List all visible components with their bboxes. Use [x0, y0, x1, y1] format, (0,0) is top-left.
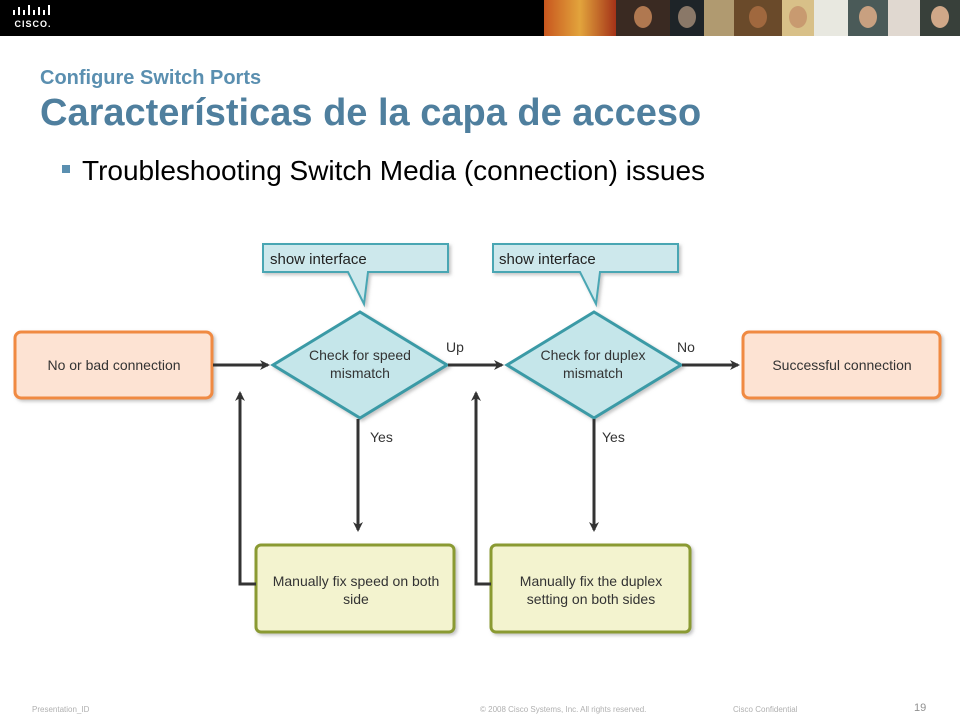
label-yes-speed: Yes	[370, 429, 393, 445]
label-up: Up	[446, 339, 464, 355]
fix-duplex-line2: setting on both sides	[527, 591, 655, 607]
label-no: No	[677, 339, 695, 355]
callout-speed-text: show interface	[270, 251, 367, 268]
bullet-square-icon	[62, 164, 70, 173]
duplex-check-line2: mismatch	[563, 365, 623, 381]
page-number: 19	[914, 702, 927, 714]
fix-duplex-node: Manually fix the duplex setting on both …	[489, 543, 692, 634]
speed-check-line2: mismatch	[330, 365, 390, 381]
fix-speed-line2: side	[343, 591, 369, 607]
speed-check-line1: Check for speed	[309, 347, 411, 363]
slide-title: Características de la capa de acceso	[40, 92, 702, 134]
arrow-fix-speed-loop	[235, 391, 256, 586]
footer-presentation-id: Presentation_ID	[32, 705, 90, 714]
end-node: Successful connection	[741, 330, 942, 400]
end-node-text: Successful connection	[772, 357, 911, 373]
flow-arrows	[213, 360, 740, 586]
logo-wordmark: CISCO.	[14, 19, 52, 29]
fix-speed-node: Manually fix speed on both side	[254, 543, 456, 634]
start-node-text: No or bad connection	[47, 357, 180, 373]
arrow-fix-duplex-loop	[471, 391, 491, 586]
bullet-text: Troubleshooting Switch Media (connection…	[82, 155, 706, 186]
callout-duplex-text: show interface	[499, 251, 596, 268]
header-bar: CISCO.	[0, 0, 960, 36]
speed-check-decision: Check for speed mismatch	[270, 310, 450, 420]
duplex-check-line1: Check for duplex	[540, 347, 645, 363]
callout-duplex: show interface	[492, 243, 679, 308]
cisco-bars-icon	[13, 5, 50, 15]
bullet-item: Troubleshooting Switch Media (connection…	[62, 155, 705, 187]
footer-confidential: Cisco Confidential	[733, 705, 798, 714]
callout-speed: show interface	[262, 243, 449, 308]
fix-speed-line1: Manually fix speed on both	[273, 573, 440, 589]
section-title: Configure Switch Ports	[40, 67, 262, 89]
fix-duplex-line1: Manually fix the duplex	[520, 573, 662, 589]
duplex-check-decision: Check for duplex mismatch	[504, 310, 684, 420]
banner-photo-strip	[544, 0, 960, 36]
label-yes-duplex: Yes	[602, 429, 625, 445]
footer-copyright: © 2008 Cisco Systems, Inc. All rights re…	[480, 705, 647, 714]
cisco-logo: CISCO.	[10, 4, 56, 32]
start-node: No or bad connection	[13, 330, 214, 400]
